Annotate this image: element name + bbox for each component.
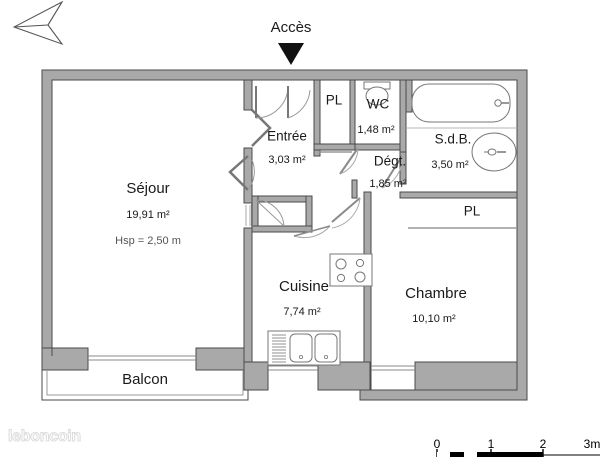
room-label-chambre: Chambre xyxy=(405,285,467,302)
scale-tick-0: 0 xyxy=(434,437,441,451)
room-area-entree: 3,03 m² xyxy=(268,154,306,166)
window-chambre xyxy=(371,365,415,371)
room-area-wc: 1,48 m² xyxy=(357,124,395,136)
closet-label-pl-chambre: PL xyxy=(464,204,481,219)
north-arrow-icon xyxy=(12,0,64,46)
room-area-cuisine: 7,74 m² xyxy=(283,306,321,318)
room-area-sejour: 19,91 m² xyxy=(126,209,170,221)
room-height-sejour: Hsp = 2,50 m xyxy=(115,235,181,247)
bathtub-fixture xyxy=(411,83,511,123)
toilet-fixture xyxy=(363,81,391,106)
room-label-cuisine: Cuisine xyxy=(279,278,329,295)
fixtures-layer xyxy=(267,81,517,366)
room-label-balcon: Balcon xyxy=(122,371,168,388)
entree-angled-walls xyxy=(228,109,272,191)
doors-layer xyxy=(247,85,403,239)
window-divider xyxy=(245,205,251,226)
stove-fixture xyxy=(329,253,373,287)
kitchen-sink-fixture xyxy=(267,330,341,366)
scale-tick-1: 1 xyxy=(488,437,495,451)
window-cuisine xyxy=(268,365,318,371)
access-label: Accès xyxy=(271,19,312,36)
room-area-sdb: 3,50 m² xyxy=(431,159,469,171)
room-label-sdb: S.d.B. xyxy=(435,132,472,147)
room-area-degt: 1,85 m² xyxy=(369,178,407,190)
access-arrow-icon xyxy=(278,43,304,65)
closet-label-pl-entree: PL xyxy=(326,93,343,108)
scale-tick-3: 3m xyxy=(584,437,601,451)
room-label-sejour: Séjour xyxy=(126,180,169,197)
scale-bar: 0 1 2 3m xyxy=(434,437,601,457)
room-label-wc: WC xyxy=(367,97,390,112)
room-label-degt: Dégt. xyxy=(374,154,406,169)
watermark-leboncoin: leboncoin xyxy=(8,428,82,446)
labels-layer: Accès Séjour 19,91 m² Hsp = 2,50 m Entré… xyxy=(115,19,481,388)
room-label-entree: Entrée xyxy=(267,129,307,144)
washbasin-fixture xyxy=(471,132,517,172)
room-area-chambre: 10,10 m² xyxy=(412,313,456,325)
scale-tick-2: 2 xyxy=(540,437,547,451)
window-sejour xyxy=(88,355,196,361)
walls-layer xyxy=(41,69,528,401)
